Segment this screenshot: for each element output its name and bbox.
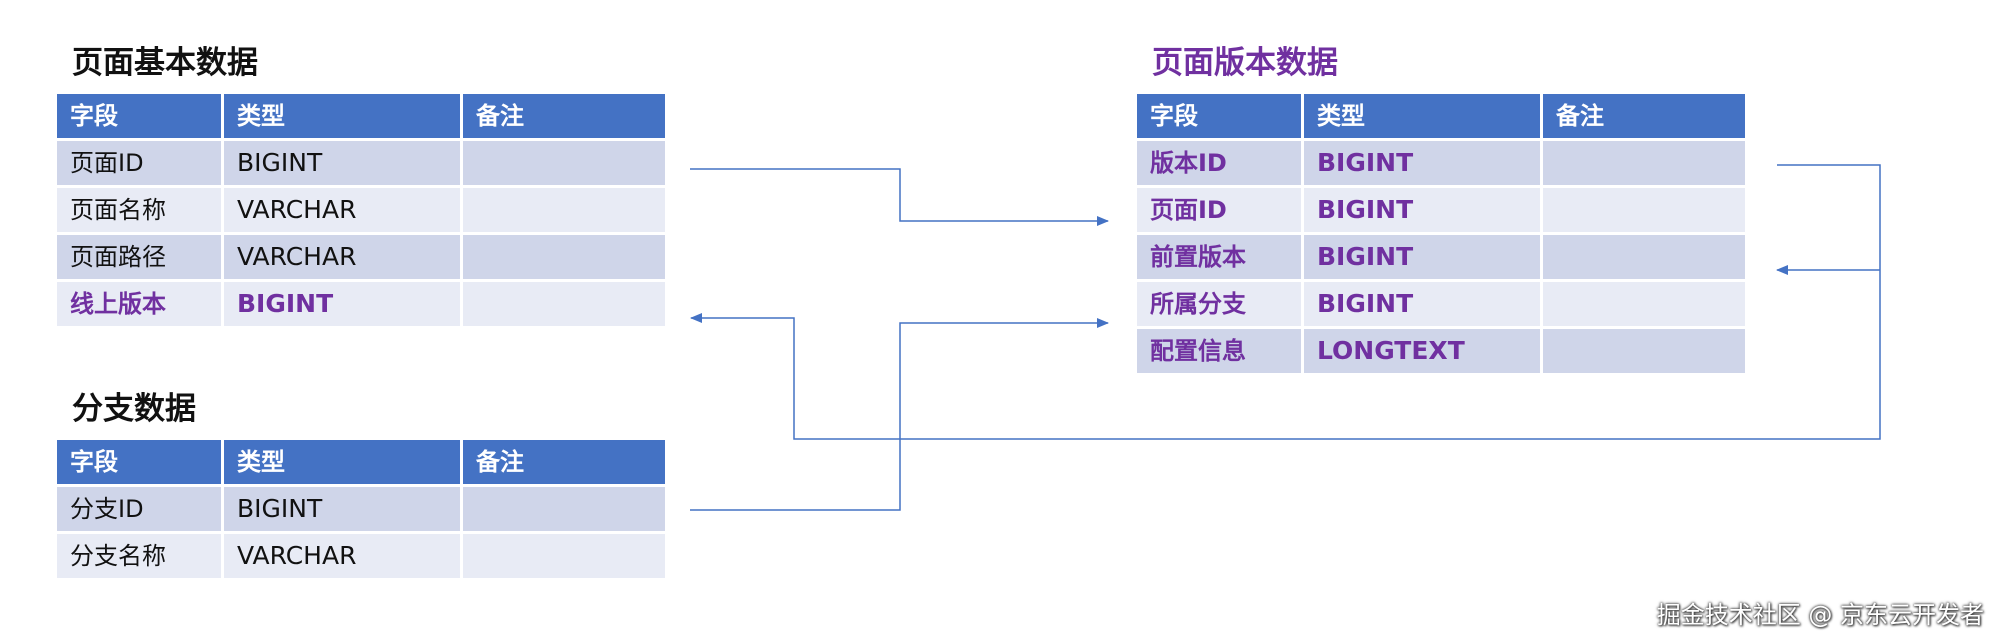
type-cell: BIGINT <box>224 487 460 531</box>
note-cell <box>463 141 665 185</box>
header-note: 备注 <box>1543 94 1745 138</box>
note-cell <box>463 188 665 232</box>
table-header-row: 字段 类型 备注 <box>1137 94 1745 138</box>
watermark: 掘金技术社区 @ 京东云开发者 <box>1656 601 1984 629</box>
table-row: 页面名称 VARCHAR <box>57 188 665 232</box>
type-cell: VARCHAR <box>224 188 460 232</box>
page-basic-table: 字段 类型 备注 页面ID BIGINT 页面名称 VARCHAR 页面路径 V… <box>54 91 668 329</box>
page-version-title: 页面版本数据 <box>1152 45 1338 81</box>
table-header-row: 字段 类型 备注 <box>57 94 665 138</box>
field-cell: 页面ID <box>1137 188 1301 232</box>
note-cell <box>1543 141 1745 185</box>
table-row: 前置版本 BIGINT <box>1137 235 1745 279</box>
note-cell <box>1543 188 1745 232</box>
table-row: 配置信息 LONGTEXT <box>1137 329 1745 373</box>
type-cell: LONGTEXT <box>1304 329 1540 373</box>
table-row: 所属分支 BIGINT <box>1137 282 1745 326</box>
type-cell: BIGINT <box>224 141 460 185</box>
header-note: 备注 <box>463 94 665 138</box>
field-cell: 分支ID <box>57 487 221 531</box>
header-note: 备注 <box>463 440 665 484</box>
type-cell: VARCHAR <box>224 534 460 578</box>
note-cell <box>463 235 665 279</box>
table-row: 版本ID BIGINT <box>1137 141 1745 185</box>
header-field: 字段 <box>57 94 221 138</box>
connector-version-id-to-online-version <box>690 164 1881 440</box>
connector-page-id-to-version-page-id <box>690 168 1109 226</box>
branch-title: 分支数据 <box>72 391 196 427</box>
header-type: 类型 <box>224 440 460 484</box>
field-cell: 页面ID <box>57 141 221 185</box>
table-row: 线上版本 BIGINT <box>57 282 665 326</box>
table-row: 分支名称 VARCHAR <box>57 534 665 578</box>
type-cell: VARCHAR <box>224 235 460 279</box>
type-cell: BIGINT <box>1304 141 1540 185</box>
table-row: 页面路径 VARCHAR <box>57 235 665 279</box>
note-cell <box>463 282 665 326</box>
table-row: 页面ID BIGINT <box>1137 188 1745 232</box>
note-cell <box>1543 235 1745 279</box>
field-cell: 线上版本 <box>57 282 221 326</box>
connector-branch-id-to-version-branch <box>690 318 1109 511</box>
field-cell: 页面名称 <box>57 188 221 232</box>
header-field: 字段 <box>1137 94 1301 138</box>
field-cell: 所属分支 <box>1137 282 1301 326</box>
type-cell: BIGINT <box>1304 188 1540 232</box>
table-row: 页面ID BIGINT <box>57 141 665 185</box>
field-cell: 版本ID <box>1137 141 1301 185</box>
table-row: 分支ID BIGINT <box>57 487 665 531</box>
note-cell <box>1543 282 1745 326</box>
header-type: 类型 <box>224 94 460 138</box>
type-cell: BIGINT <box>1304 282 1540 326</box>
page-version-table: 字段 类型 备注 版本ID BIGINT 页面ID BIGINT 前置版本 BI… <box>1134 91 1748 376</box>
field-cell: 前置版本 <box>1137 235 1301 279</box>
header-type: 类型 <box>1304 94 1540 138</box>
note-cell <box>463 487 665 531</box>
type-cell: BIGINT <box>224 282 460 326</box>
note-cell <box>1543 329 1745 373</box>
note-cell <box>463 534 665 578</box>
type-cell: BIGINT <box>1304 235 1540 279</box>
field-cell: 配置信息 <box>1137 329 1301 373</box>
field-cell: 分支名称 <box>57 534 221 578</box>
branch-table: 字段 类型 备注 分支ID BIGINT 分支名称 VARCHAR <box>54 437 668 581</box>
page-basic-title: 页面基本数据 <box>72 45 258 81</box>
field-cell: 页面路径 <box>57 235 221 279</box>
table-header-row: 字段 类型 备注 <box>57 440 665 484</box>
header-field: 字段 <box>57 440 221 484</box>
